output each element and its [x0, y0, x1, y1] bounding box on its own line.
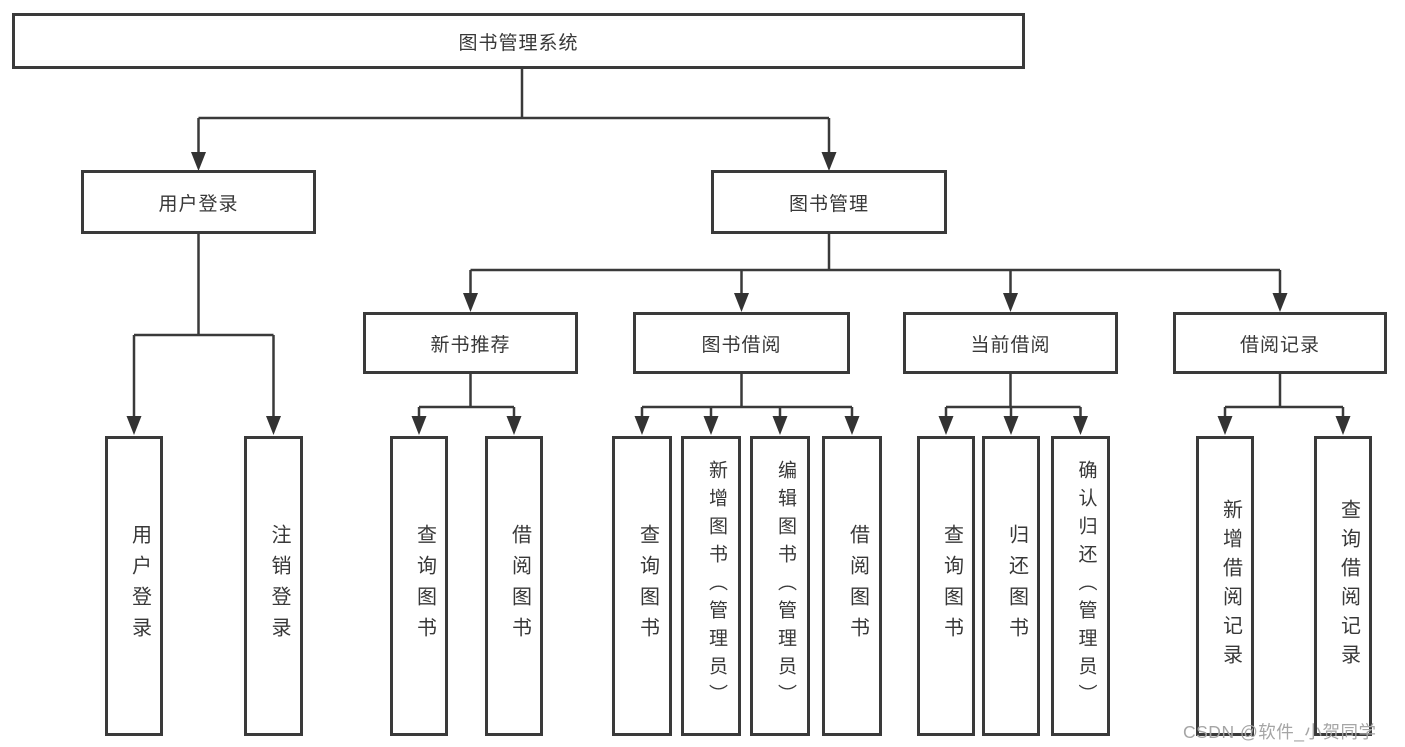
node-book-borrow: 图书借阅 — [633, 312, 850, 374]
node-leaf-add-book-admin: 新增图书（管理员） — [681, 436, 741, 736]
node-library-management-system-label: 图书管理系统 — [458, 32, 579, 54]
node-leaf-borrow-books-label: 借阅图书 — [846, 524, 869, 648]
node-leaf-query-borrow-record: 查询借阅记录 — [1314, 436, 1372, 736]
connector-current-borrow-to-leaves — [944, 374, 1082, 418]
node-leaf-query-books-borrow-label: 查询图书 — [636, 524, 659, 648]
node-leaf-user-login: 用户登录 — [105, 436, 163, 736]
node-leaf-query-books-current-label: 查询图书 — [940, 524, 963, 648]
node-leaf-logout: 注销登录 — [244, 436, 303, 736]
csdn-watermark: CSDN @软件_小贺同学 — [1183, 722, 1377, 742]
connector-user-login-to-leaves — [132, 234, 275, 418]
connector-book-management-to-level3 — [469, 234, 1282, 295]
node-leaf-edit-book-admin-label: 编辑图书（管理员） — [775, 460, 796, 712]
node-leaf-return-books-label: 归还图书 — [1005, 524, 1028, 648]
arrowheads — [126, 152, 1351, 435]
connector-new-book-recommend-to-leaves — [417, 374, 516, 418]
node-leaf-add-borrow-record: 新增借阅记录 — [1196, 436, 1254, 736]
node-leaf-return-books: 归还图书 — [982, 436, 1040, 736]
connector-root-to-level2 — [197, 68, 831, 155]
node-leaf-user-login-label: 用户登录 — [128, 524, 151, 648]
node-borrow-records: 借阅记录 — [1173, 312, 1387, 374]
node-new-book-recommend: 新书推荐 — [363, 312, 578, 374]
node-leaf-query-books-recommend-label: 查询图书 — [413, 524, 436, 648]
node-borrow-records-label: 借阅记录 — [1239, 334, 1320, 356]
node-leaf-logout-label: 注销登录 — [268, 524, 290, 648]
node-leaf-borrow-books-recommend: 借阅图书 — [485, 436, 543, 736]
node-user-login-branch: 用户登录 — [81, 170, 316, 234]
node-new-book-recommend-label: 新书推荐 — [430, 334, 511, 356]
node-leaf-query-borrow-record-label: 查询借阅记录 — [1337, 499, 1360, 673]
node-leaf-query-books-current: 查询图书 — [917, 436, 975, 736]
node-book-management-branch-label: 图书管理 — [788, 193, 869, 215]
node-book-borrow-label: 图书借阅 — [701, 334, 782, 356]
node-leaf-query-books-recommend: 查询图书 — [390, 436, 448, 736]
connector-borrow-records-to-leaves — [1223, 374, 1345, 418]
node-current-borrow-label: 当前借阅 — [970, 334, 1051, 356]
node-leaf-borrow-books: 借阅图书 — [822, 436, 882, 736]
node-library-management-system: 图书管理系统 — [12, 13, 1025, 69]
node-current-borrow: 当前借阅 — [903, 312, 1118, 374]
node-book-management-branch: 图书管理 — [711, 170, 947, 234]
node-leaf-query-books-borrow: 查询图书 — [612, 436, 672, 736]
node-leaf-borrow-books-recommend-label: 借阅图书 — [508, 524, 531, 648]
node-leaf-confirm-return-admin: 确认归还（管理员） — [1051, 436, 1110, 736]
node-user-login-branch-label: 用户登录 — [158, 193, 239, 215]
connector-book-borrow-to-leaves — [640, 374, 854, 418]
node-leaf-edit-book-admin: 编辑图书（管理员） — [750, 436, 810, 736]
node-leaf-confirm-return-admin-label: 确认归还（管理员） — [1075, 460, 1097, 712]
node-leaf-add-borrow-record-label: 新增借阅记录 — [1219, 499, 1242, 673]
node-leaf-add-book-admin-label: 新增图书（管理员） — [706, 460, 727, 712]
